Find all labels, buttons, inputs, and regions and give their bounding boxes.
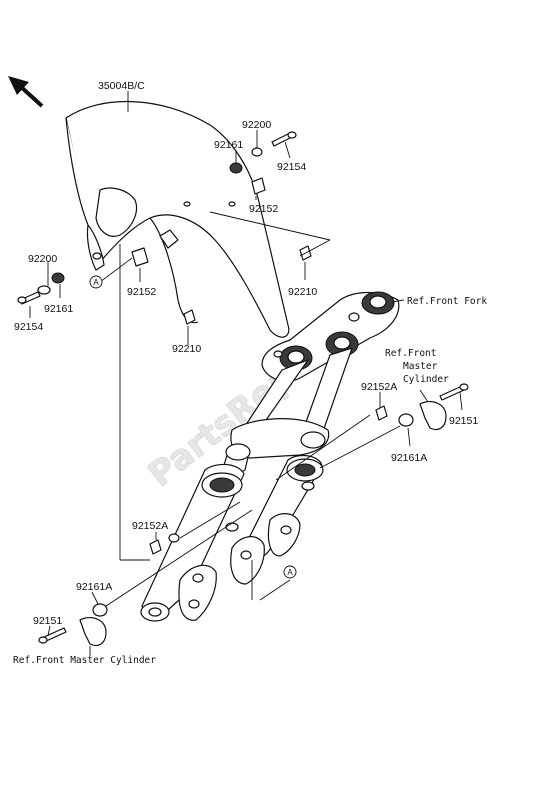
label-ref-master-cylinder-right-3: Cylinder — [403, 374, 449, 385]
label-ref-master-cylinder-right-2: Master — [403, 361, 438, 372]
label-nut-right: 92210 — [288, 286, 317, 298]
label-bolt-left: 92154 — [14, 321, 43, 333]
front-fender — [65, 100, 290, 338]
hardware-left — [17, 247, 149, 305]
label-bolt-left-lower: 92151 — [33, 615, 62, 627]
label-nut-left: 92210 — [172, 343, 201, 355]
label-bolt-right-lower: 92151 — [449, 415, 478, 427]
label-clip-a-left: 92152A — [132, 520, 168, 532]
front-fork-assembly — [140, 291, 400, 622]
label-clip-a-right: 92152A — [361, 381, 397, 393]
label-fender: 35004B/C — [98, 80, 145, 92]
marker-a-right: A — [283, 565, 297, 579]
label-ref-master-cylinder-right-1: Ref.Front — [385, 348, 436, 359]
label-clip-left: 92152 — [127, 286, 156, 298]
svg-text:A: A — [287, 568, 293, 577]
leader-lines — [29, 91, 463, 656]
label-washer-left: 92200 — [28, 253, 57, 265]
label-ref-front-fork: Ref.Front Fork — [407, 296, 487, 307]
marker-a-left: A — [89, 275, 103, 289]
label-bolt-top-right: 92154 — [277, 161, 306, 173]
label-collar-a-left: 92161A — [76, 581, 112, 593]
label-collar-top-right: 92161 — [214, 139, 243, 151]
label-collar-a-right: 92161A — [391, 452, 427, 464]
label-washer-top-right: 92200 — [242, 119, 271, 131]
svg-text:A: A — [93, 278, 99, 287]
label-clip-right-upper: 92152 — [249, 203, 278, 215]
hardware-lower — [38, 383, 469, 647]
label-ref-master-cylinder-bottom: Ref.Front Master Cylinder — [13, 655, 156, 666]
front-direction-arrow-icon — [8, 76, 44, 108]
label-collar-left: 92161 — [44, 303, 73, 315]
